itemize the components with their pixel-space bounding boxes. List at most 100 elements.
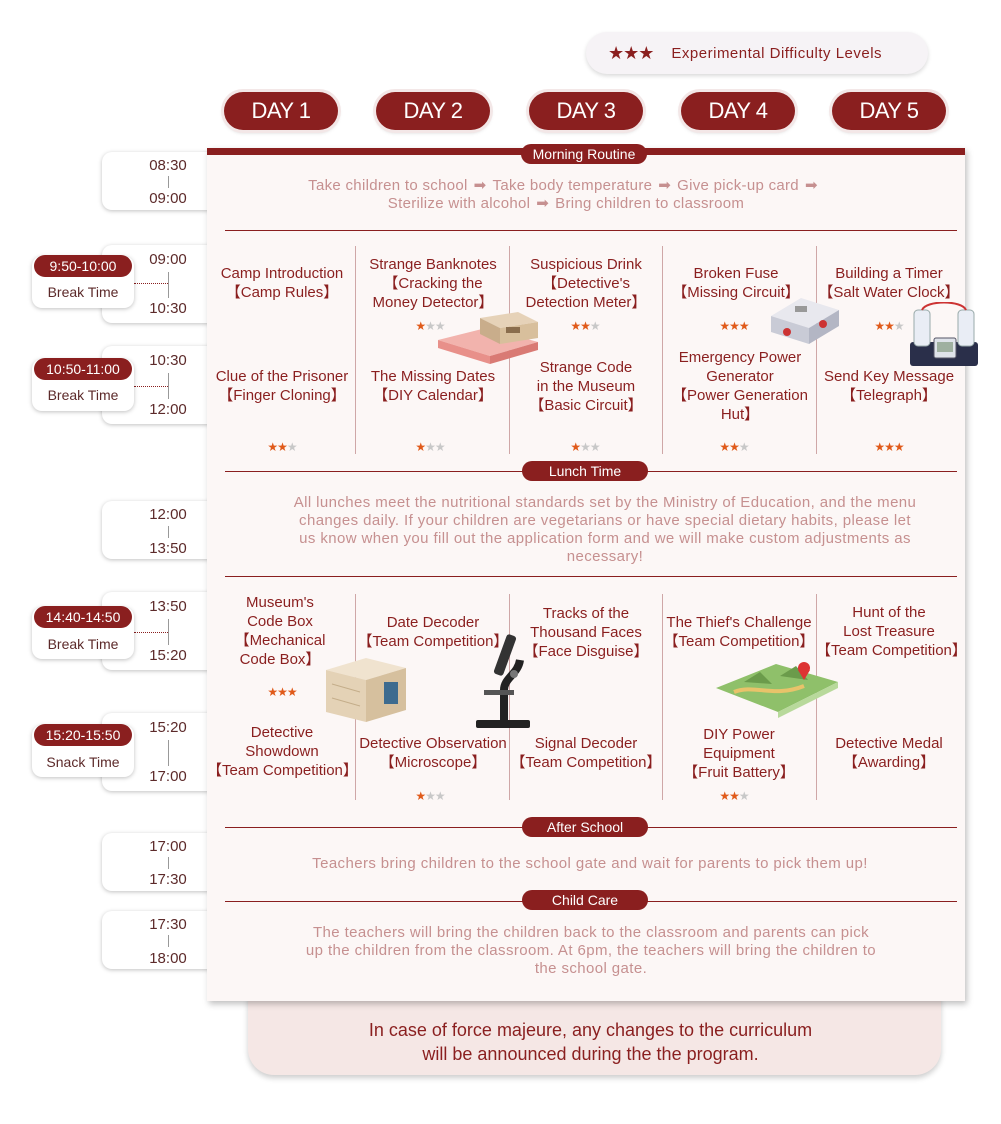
star-filled-icon: ★ bbox=[277, 440, 288, 454]
money-detector-image bbox=[438, 312, 538, 364]
star-empty-icon: ★ bbox=[425, 319, 436, 333]
difficulty-stars: ★★★ bbox=[262, 685, 302, 699]
arrow-right-icon: ➡ bbox=[536, 195, 550, 212]
star-empty-icon: ★ bbox=[589, 440, 601, 454]
time-connector bbox=[168, 526, 169, 538]
difficulty-stars: ★★★ bbox=[410, 319, 450, 333]
session-day1-am2: Clue of the Prisoner【Finger Cloning】 bbox=[215, 368, 349, 404]
break-time-pill: 9:50-10:00 bbox=[34, 255, 132, 277]
difficulty-stars: ★★★ bbox=[869, 319, 909, 333]
session-day2-pm2: Detective Observation【Microscope】 bbox=[359, 735, 507, 771]
section-child-care: Child Care bbox=[522, 890, 648, 910]
star-empty-icon: ★ bbox=[893, 319, 905, 333]
time-connector bbox=[168, 176, 169, 188]
child-care-text: The teachers will bring the children bac… bbox=[305, 924, 877, 977]
time-end: 18:00 bbox=[149, 950, 187, 967]
session-day5-am2: Send Key Message【Telegraph】 bbox=[823, 368, 955, 404]
star-empty-icon: ★ bbox=[434, 789, 446, 803]
morning-flow-line-1: Take children to school➡Take body temper… bbox=[308, 177, 818, 194]
session-day4-pm1: The Thief's Challenge【Team Competition】 bbox=[663, 614, 815, 650]
day-3-header: DAY 3 bbox=[529, 92, 643, 130]
star-filled-icon: ★ bbox=[729, 319, 740, 333]
difficulty-stars: ★★★ bbox=[714, 440, 754, 454]
salt-water-clock-image bbox=[910, 302, 978, 366]
snack-label: Snack Time bbox=[46, 754, 120, 770]
star-empty-icon: ★ bbox=[738, 789, 750, 803]
star-filled-icon: ★ bbox=[570, 440, 581, 454]
time-start: 13:50 bbox=[149, 598, 187, 615]
time-card-care bbox=[102, 911, 210, 969]
session-day5-pm2: Detective Medal【Awarding】 bbox=[835, 735, 943, 771]
time-start: 08:30 bbox=[149, 157, 187, 174]
session-day1-am1: Camp Introduction【Camp Rules】 bbox=[220, 265, 344, 301]
break-connector bbox=[134, 386, 168, 387]
star-empty-icon: ★ bbox=[738, 440, 750, 454]
time-end: 10:30 bbox=[149, 300, 187, 317]
difficulty-legend: ★★★ Experimental Difficulty Levels bbox=[586, 32, 928, 74]
time-start: 17:00 bbox=[149, 838, 187, 855]
after-school-text: Teachers bring children to the school ga… bbox=[312, 855, 868, 872]
star-empty-icon: ★ bbox=[434, 319, 446, 333]
column-divider bbox=[509, 594, 510, 800]
star-filled-icon: ★ bbox=[415, 440, 426, 454]
break-time-pill: 14:40-14:50 bbox=[34, 606, 132, 628]
star-filled-icon: ★ bbox=[884, 440, 895, 454]
break-label: Break Time bbox=[47, 284, 119, 300]
star-empty-icon: ★ bbox=[589, 319, 601, 333]
time-connector bbox=[168, 740, 169, 766]
star-empty-icon: ★ bbox=[286, 440, 298, 454]
lunch-text: All lunches meet the nutritional standar… bbox=[293, 494, 917, 565]
time-start: 12:00 bbox=[149, 506, 187, 523]
star-filled-icon: ★ bbox=[570, 319, 581, 333]
session-day4-am1: Broken Fuse【Missing Circuit】 bbox=[672, 265, 800, 301]
time-connector bbox=[168, 373, 169, 399]
break-label: Break Time bbox=[47, 636, 119, 652]
time-connector bbox=[168, 935, 169, 947]
break-label: Break Time bbox=[47, 387, 119, 403]
star-filled-icon: ★ bbox=[267, 685, 278, 699]
star-filled-icon: ★ bbox=[719, 789, 730, 803]
legend-label: Experimental Difficulty Levels bbox=[671, 44, 883, 62]
star-filled-icon: ★ bbox=[415, 789, 426, 803]
morning-flow-line-2: Sterilize with alcohol➡Bring children to… bbox=[387, 195, 745, 212]
star-filled-icon: ★ bbox=[738, 319, 750, 333]
star-filled-icon: ★ bbox=[893, 440, 905, 454]
star-filled-icon: ★ bbox=[874, 319, 885, 333]
time-end: 12:00 bbox=[149, 401, 187, 418]
day-2-header: DAY 2 bbox=[376, 92, 490, 130]
time-end: 13:50 bbox=[149, 540, 187, 557]
difficulty-stars: ★★★ bbox=[565, 440, 605, 454]
star-filled-icon: ★ bbox=[729, 440, 740, 454]
section-lunch-time: Lunch Time bbox=[522, 461, 648, 481]
arrow-right-icon: ➡ bbox=[804, 177, 818, 194]
time-end: 17:00 bbox=[149, 768, 187, 785]
time-connector bbox=[168, 857, 169, 869]
day-1-header: DAY 1 bbox=[224, 92, 338, 130]
break-connector bbox=[134, 632, 168, 633]
star-empty-icon: ★ bbox=[434, 440, 446, 454]
notice-box bbox=[248, 995, 941, 1075]
time-start: 09:00 bbox=[149, 251, 187, 268]
star-filled-icon: ★ bbox=[580, 319, 591, 333]
treasure-map-image bbox=[716, 662, 838, 718]
star-filled-icon: ★ bbox=[874, 440, 885, 454]
session-day5-am1: Building a Timer【Salt Water Clock】 bbox=[818, 265, 960, 301]
time-card-lunch bbox=[102, 501, 210, 559]
break-connector bbox=[134, 283, 168, 284]
difficulty-stars: ★★★ bbox=[565, 319, 605, 333]
time-card-after bbox=[102, 833, 210, 891]
difficulty-stars: ★★★ bbox=[410, 789, 450, 803]
time-start: 10:30 bbox=[149, 352, 187, 369]
time-start: 15:20 bbox=[149, 719, 187, 736]
divider bbox=[225, 576, 957, 577]
column-divider bbox=[355, 246, 356, 454]
schedule-panel bbox=[207, 148, 965, 1001]
day-5-header: DAY 5 bbox=[832, 92, 946, 130]
star-filled-icon: ★ bbox=[267, 440, 278, 454]
